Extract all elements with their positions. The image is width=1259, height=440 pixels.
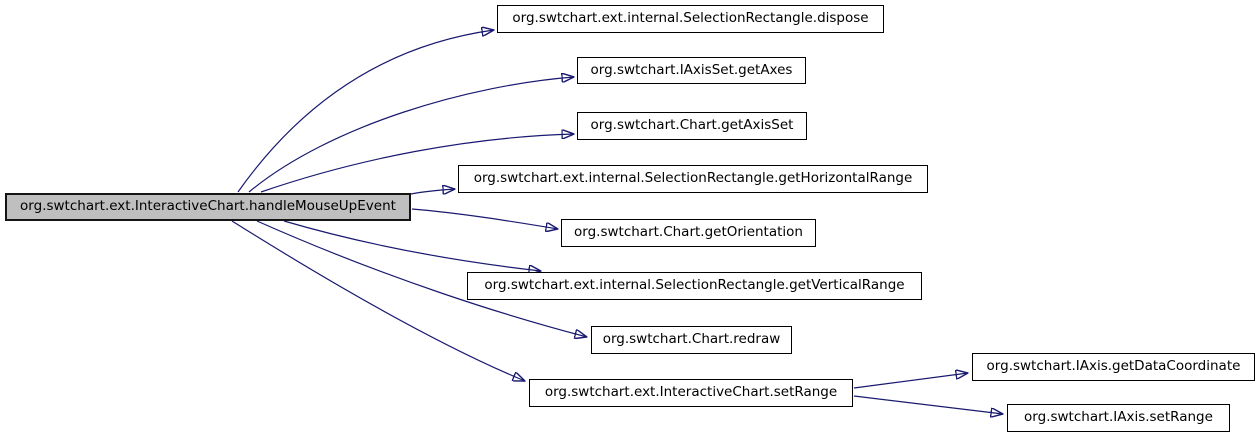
edge-handleMouseUpEvent-to-setRange (231, 220, 525, 381)
graph-node-iaxis-set-range[interactable]: org.swtchart.IAxis.setRange (1007, 404, 1230, 432)
graph-node-chart-redraw[interactable]: org.swtchart.Chart.redraw (591, 326, 792, 354)
graph-node-iaxis-get-data-coordinate[interactable]: org.swtchart.IAxis.getDataCoordinate (972, 353, 1255, 381)
graph-node-handle-mouse-up-event: org.swtchart.ext.InteractiveChart.handle… (5, 193, 411, 221)
graph-node-chart-get-axis-set[interactable]: org.swtchart.Chart.getAxisSet (577, 112, 807, 140)
graph-node-chart-get-orientation[interactable]: org.swtchart.Chart.getOrientation (561, 219, 816, 247)
edge-handleMouseUpEvent-to-getVerticalRange (283, 220, 541, 271)
graph-node-selection-rectangle-dispose[interactable]: org.swtchart.ext.internal.SelectionRecta… (497, 5, 884, 33)
graph-node-selection-rectangle-get-vertical-range[interactable]: org.swtchart.ext.internal.SelectionRecta… (467, 272, 922, 300)
edge-handleMouseUpEvent-to-getAxes (248, 77, 574, 193)
graph-node-selection-rectangle-get-horizontal-range[interactable]: org.swtchart.ext.internal.SelectionRecta… (458, 165, 928, 193)
edge-handleMouseUpEvent-to-getAxisSet (260, 134, 574, 193)
edge-handleMouseUpEvent-to-getOrientation (411, 208, 558, 229)
edge-setRange-to-iaxisSetRange (853, 395, 1003, 414)
graph-node-interactive-chart-set-range[interactable]: org.swtchart.ext.InteractiveChart.setRan… (529, 379, 853, 407)
edge-handleMouseUpEvent-to-redraw (256, 220, 587, 337)
edge-handleMouseUpEvent-to-dispose (237, 30, 494, 193)
graph-node-iaxisset-get-axes[interactable]: org.swtchart.IAxisSet.getAxes (577, 57, 806, 84)
edge-setRange-to-getDataCoordinate (853, 373, 968, 389)
edge-handleMouseUpEvent-to-getHorizontalRange (410, 189, 455, 194)
